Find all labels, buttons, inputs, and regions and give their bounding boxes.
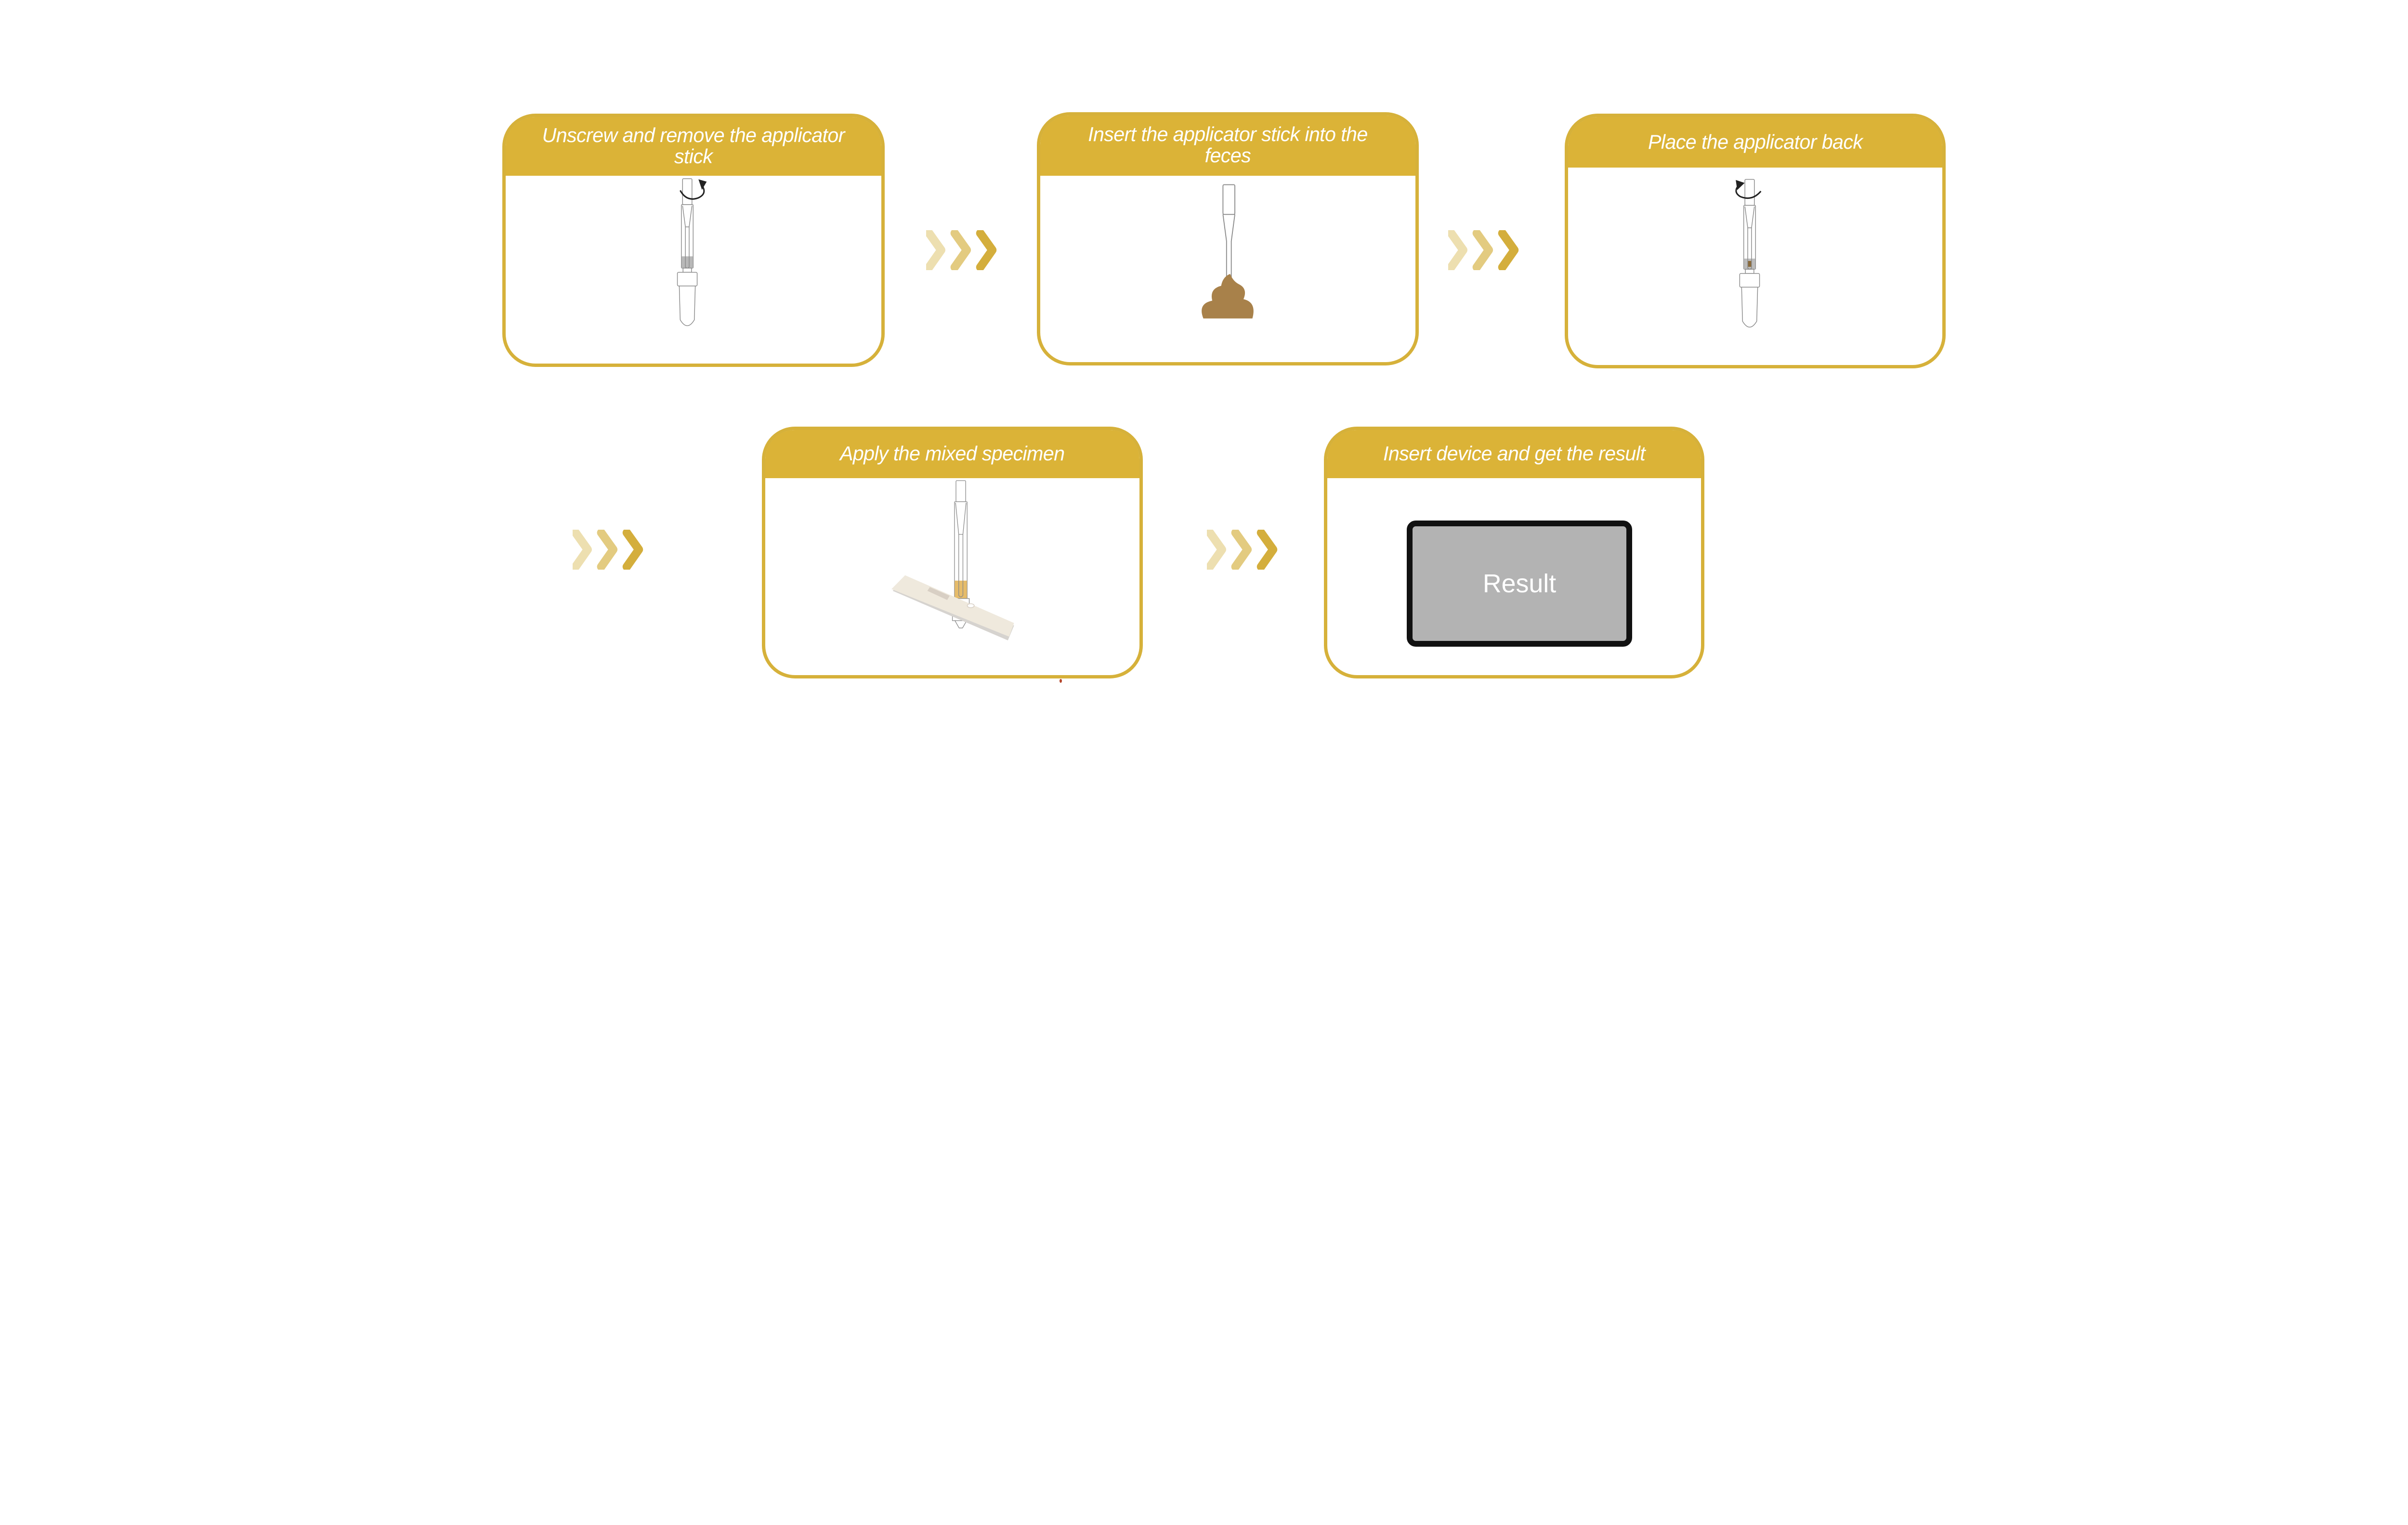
step-title-3: Place the applicator back bbox=[1568, 117, 1942, 168]
tube-unscrew-icon bbox=[506, 176, 881, 335]
tube-screw-back-icon bbox=[1568, 168, 1942, 336]
step-card-2: Insert the applicator stick into the fec… bbox=[1036, 112, 1419, 365]
red-drop-mark bbox=[1060, 679, 1062, 683]
step-title-1: Unscrew and remove the applicator stick bbox=[505, 117, 881, 176]
chevron-arrows-icon bbox=[1448, 230, 1519, 271]
result-label: Result bbox=[1482, 569, 1557, 598]
step-card-3: Place the applicator back bbox=[1565, 114, 1946, 368]
step-title-5: Insert device and get the result bbox=[1327, 430, 1701, 478]
result-device-display: Result bbox=[1406, 521, 1633, 647]
chevron-arrows-icon bbox=[573, 530, 643, 570]
step-title-2: Insert the applicator stick into the fec… bbox=[1040, 115, 1416, 176]
chevron-arrows-icon bbox=[926, 230, 997, 271]
rotate-arrow-icon bbox=[1735, 185, 1762, 199]
test-cassette-icon bbox=[891, 575, 1014, 640]
stick-in-feces-icon bbox=[1040, 176, 1416, 333]
feces-icon bbox=[1201, 274, 1254, 318]
rotate-arrow-icon bbox=[679, 184, 705, 200]
step-title-4: Apply the mixed specimen bbox=[765, 430, 1139, 478]
chevron-arrows-icon bbox=[1207, 530, 1278, 570]
tube-drop-on-cassette-icon bbox=[765, 478, 1139, 647]
step-card-1: Unscrew and remove the applicator stick bbox=[502, 114, 885, 367]
step-card-4: Apply the mixed specimen bbox=[761, 427, 1143, 679]
